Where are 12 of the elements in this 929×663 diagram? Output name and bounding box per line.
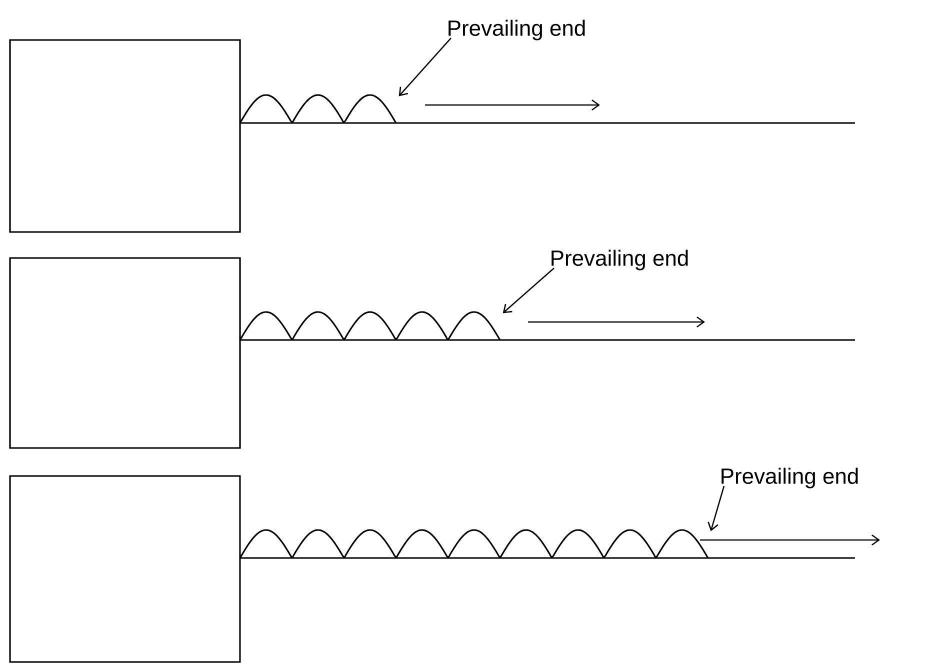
box <box>9 39 241 233</box>
label-text: Prevailing end <box>552 250 688 270</box>
leader-line <box>708 486 725 532</box>
hitch-drawing <box>239 94 397 124</box>
hitch-drawing <box>239 529 709 558</box>
label-text: Prevailing end <box>448 20 585 40</box>
leader-line <box>502 268 554 314</box>
label-text: Prevailing end <box>722 468 858 488</box>
leader-line <box>398 38 452 96</box>
box <box>9 257 241 449</box>
box <box>9 475 241 663</box>
hitch-drawing <box>239 311 501 340</box>
